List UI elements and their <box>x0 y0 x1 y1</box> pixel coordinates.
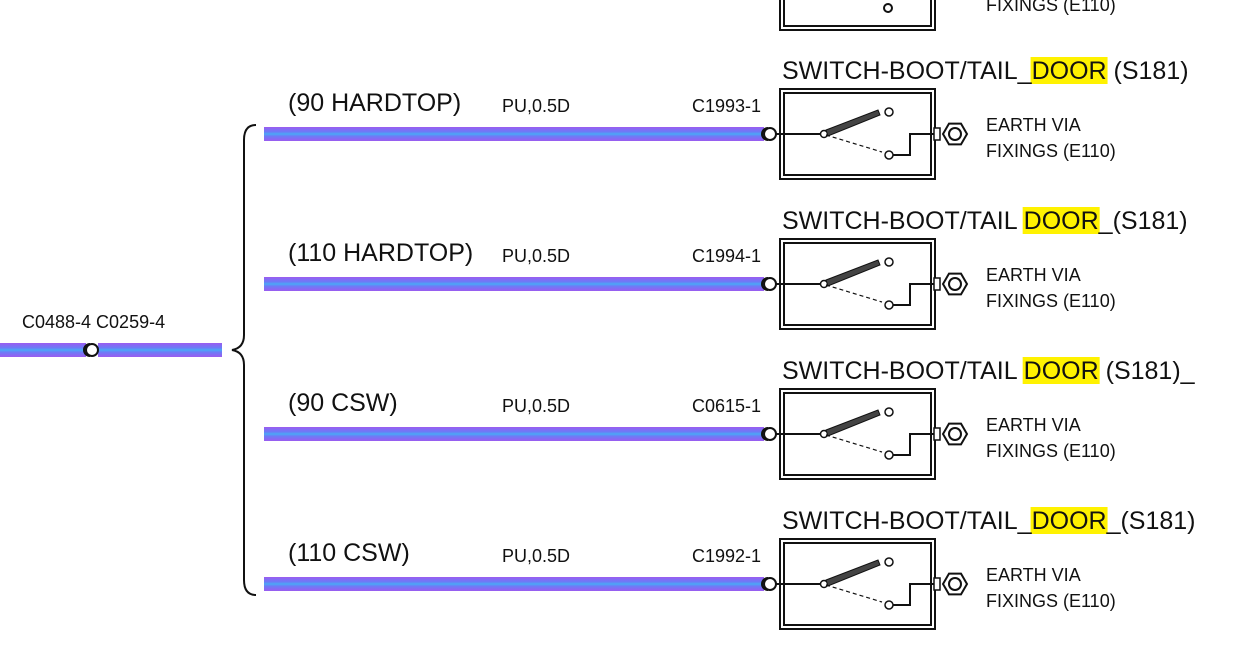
switch-title-highlight: DOOR <box>1032 507 1107 535</box>
branch-brace <box>231 124 257 596</box>
wire <box>264 427 764 441</box>
title-highlight-mark <box>1022 207 1100 234</box>
connector-pin <box>763 277 777 291</box>
earth-label-line2: FIXINGS (E110) <box>986 291 1116 311</box>
switch-title-highlight: DOOR <box>1024 357 1099 385</box>
switch-title: SWITCH-BOOT/TAIL_DOOR (S181) <box>782 57 1189 85</box>
switch-lever <box>825 409 881 437</box>
title-highlight-mark <box>1030 507 1108 534</box>
variant-label: (90 CSW) <box>288 389 398 417</box>
wire-spec: PU,0.5D <box>502 396 570 416</box>
wire <box>264 577 764 591</box>
earth-label-line2: FIXINGS (E110) <box>986 141 1116 161</box>
switch-title-highlight: DOOR <box>1032 57 1107 85</box>
earth-label-line1: EARTH VIA <box>986 115 1081 135</box>
switch-lever <box>825 259 881 287</box>
switch-title-suffix: (S181)_ <box>1099 357 1196 385</box>
wire-spec: PU,0.5D <box>502 546 570 566</box>
switch-title: SWITCH-BOOT/TAIL DOOR (S181)_ <box>782 357 1196 385</box>
connector-pin <box>763 127 777 141</box>
switch-title-highlight: DOOR <box>1024 207 1099 235</box>
connector-pin <box>763 577 777 591</box>
title-highlight-mark <box>1022 357 1100 384</box>
earth-label-line1: EARTH VIA <box>986 265 1081 285</box>
switch-title-suffix: _(S181) <box>1098 207 1188 235</box>
title-highlight-mark <box>1030 57 1108 84</box>
variant-label: (90 HARDTOP) <box>288 89 461 117</box>
earth-label-line1: EARTH VIA <box>986 415 1081 435</box>
source-connector-pin <box>85 343 99 357</box>
variant-label: (110 HARDTOP) <box>288 239 473 267</box>
switch-title: SWITCH-BOOT/TAIL DOOR_(S181) <box>782 207 1188 235</box>
earth-label-line1: EARTH VIA <box>986 565 1081 585</box>
switch-title: SWITCH-BOOT/TAIL_DOOR_(S181) <box>782 507 1196 535</box>
wire <box>264 127 764 141</box>
earth-label-line2: FIXINGS (E110) <box>986 591 1116 611</box>
switch-title-suffix: _(S181) <box>1106 507 1196 535</box>
connector-label: C0615-1 <box>692 396 761 416</box>
switch-title-prefix: SWITCH-BOOT/TAIL <box>782 357 1024 385</box>
switch-lever <box>825 109 881 137</box>
connector-label: C1994-1 <box>692 246 761 266</box>
source-connector-label: C0488-4 C0259-4 <box>22 312 165 332</box>
source-wire: C0488-4 C0259-4 <box>0 312 222 357</box>
wire <box>264 277 764 291</box>
switch-title-suffix: (S181) <box>1107 57 1189 85</box>
connector-label: C1993-1 <box>692 96 761 116</box>
connector-pin <box>763 427 777 441</box>
partial-earth-label: FIXINGS (E110) <box>986 0 1116 15</box>
switch-title-prefix: SWITCH-BOOT/TAIL_ <box>782 507 1033 535</box>
wire-spec: PU,0.5D <box>502 96 570 116</box>
partial-switch-top: FIXINGS (E110) <box>779 0 1116 31</box>
variant-label: (110 CSW) <box>288 539 410 567</box>
switch-title-prefix: SWITCH-BOOT/TAIL_ <box>782 57 1033 85</box>
earth-label-line2: FIXINGS (E110) <box>986 441 1116 461</box>
switch-title-prefix: SWITCH-BOOT/TAIL <box>782 207 1024 235</box>
wire-spec: PU,0.5D <box>502 246 570 266</box>
switch-lever <box>825 559 881 587</box>
connector-label: C1992-1 <box>692 546 761 566</box>
